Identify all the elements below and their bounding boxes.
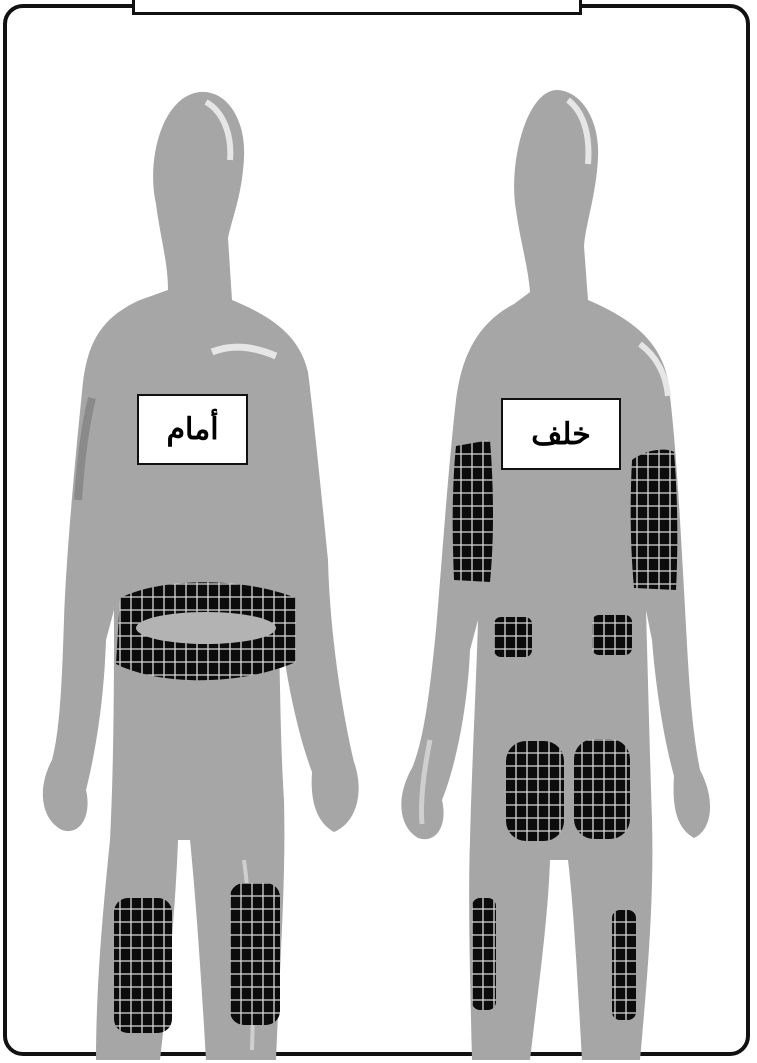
back-buttock-zone-right — [574, 739, 630, 839]
back-buttock-zone-left — [506, 741, 564, 841]
front-figure — [43, 92, 359, 1060]
front-figure-silhouette — [43, 92, 359, 1060]
front-abdomen-center — [136, 612, 276, 644]
front-thigh-zone-left — [114, 898, 172, 1033]
back-lower-back-zone-right — [592, 615, 632, 655]
back-lower-back-zone-left — [494, 617, 532, 657]
front-thigh-zone-right — [230, 883, 280, 1025]
back-arm-zone-left — [453, 440, 493, 582]
back-leg-zone-left — [472, 898, 496, 1010]
back-figure — [401, 90, 710, 1060]
back-label: خلف — [501, 398, 621, 470]
back-leg-zone-right — [612, 910, 636, 1020]
back-arm-zone-right — [631, 450, 678, 590]
front-label: أمام — [137, 394, 248, 465]
